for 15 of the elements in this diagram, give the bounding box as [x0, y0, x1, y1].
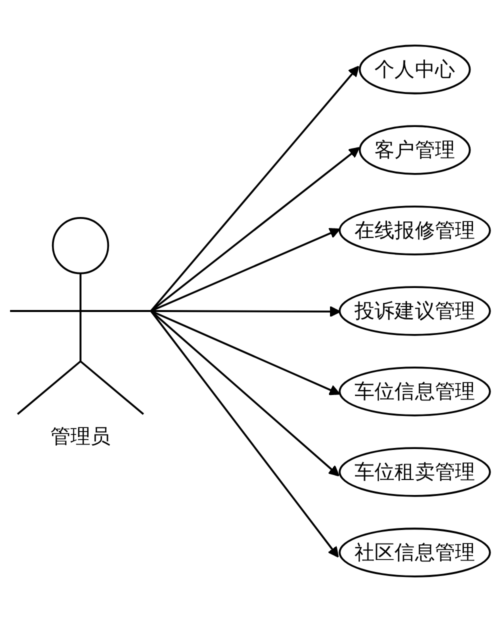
- node-ellipse: 客户管理: [358, 125, 471, 175]
- arrow: [150, 310, 339, 558]
- node-ellipse: 社区信息管理: [338, 528, 491, 578]
- node-ellipse: 投诉建议管理: [338, 286, 491, 336]
- arrow: [150, 146, 360, 312]
- arrow: [150, 306, 341, 318]
- node-ellipse: 车位信息管理: [338, 366, 491, 416]
- node-ellipse: 车位租卖管理: [338, 447, 491, 497]
- arrow: [150, 310, 340, 396]
- arrow: [150, 310, 340, 476]
- node-ellipse: 在线报修管理: [338, 206, 491, 256]
- node-ellipse: 个人中心: [358, 44, 471, 94]
- arrow: [150, 228, 340, 312]
- arrow: [150, 66, 360, 312]
- node-text: 管理员: [50, 424, 111, 448]
